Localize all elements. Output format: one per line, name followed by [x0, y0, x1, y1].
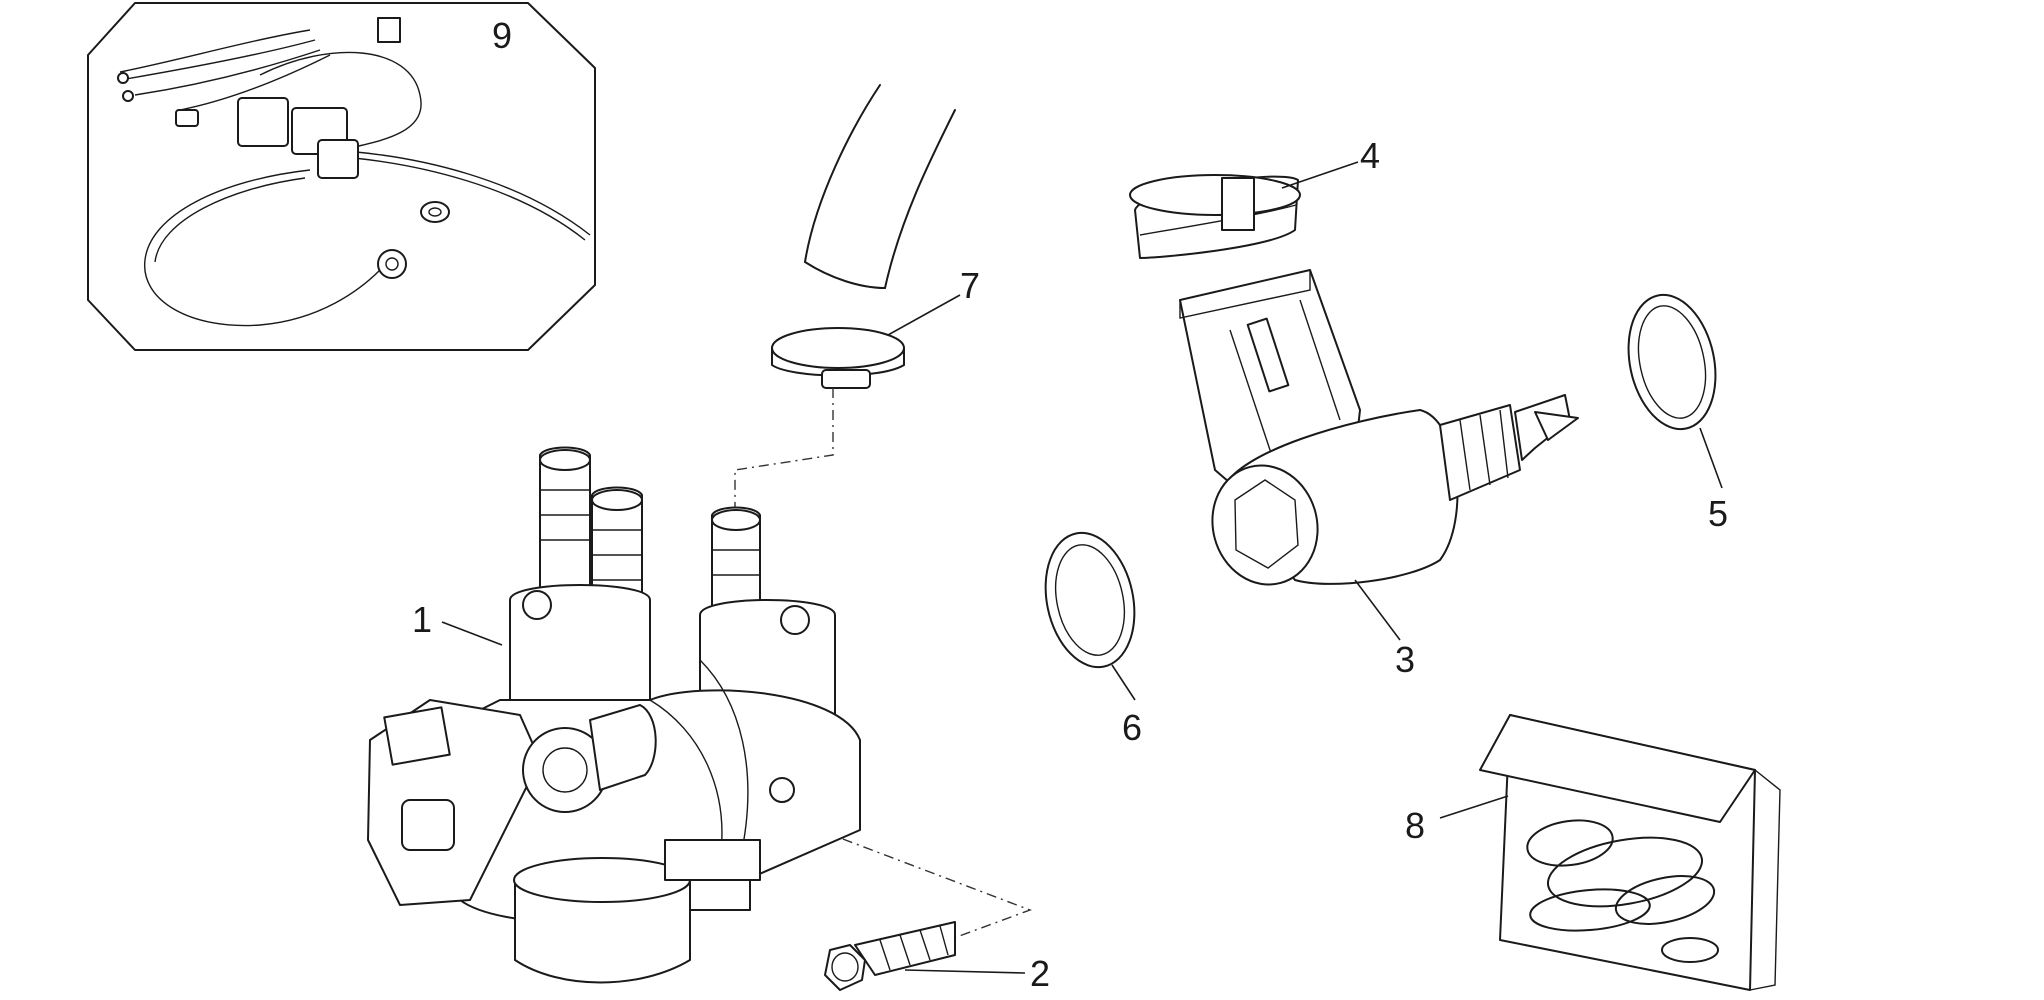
part-8-seal-kit-bag[interactable]: 8 [1405, 714, 1781, 991]
inset-frame [87, 2, 596, 351]
callout-8: 8 [1405, 805, 1425, 846]
part-2-flange-bolt[interactable]: 2 [824, 921, 1050, 994]
connector-icon [377, 17, 401, 43]
callout-5: 5 [1708, 493, 1728, 534]
hose [804, 84, 956, 289]
part-5-o-ring-large[interactable]: 5 [1617, 287, 1728, 534]
sensor-icon [377, 249, 407, 279]
part-7-hose-clamp[interactable]: 7 [771, 265, 980, 389]
assembly-line [734, 388, 834, 510]
terminal-icon [175, 109, 199, 127]
part-6-o-ring-small[interactable]: 6 [1034, 525, 1146, 748]
part-3-filter-elbow[interactable]: 3 [1179, 269, 1579, 680]
callout-3: 3 [1395, 639, 1415, 680]
callout-6: 6 [1122, 707, 1142, 748]
callout-4: 4 [1360, 135, 1380, 176]
relay-box-icon [237, 97, 289, 147]
part-1-pump-body[interactable]: 1 [367, 446, 861, 984]
callout-9: 9 [492, 15, 512, 56]
callout-2: 2 [1030, 953, 1050, 994]
callout-1: 1 [412, 599, 432, 640]
part-9-wiring-harness[interactable]: 9 [87, 2, 596, 351]
part-4-rubber-grommet[interactable]: 4 [1129, 135, 1380, 259]
callout-7: 7 [960, 265, 980, 306]
washer-icon [420, 201, 450, 223]
